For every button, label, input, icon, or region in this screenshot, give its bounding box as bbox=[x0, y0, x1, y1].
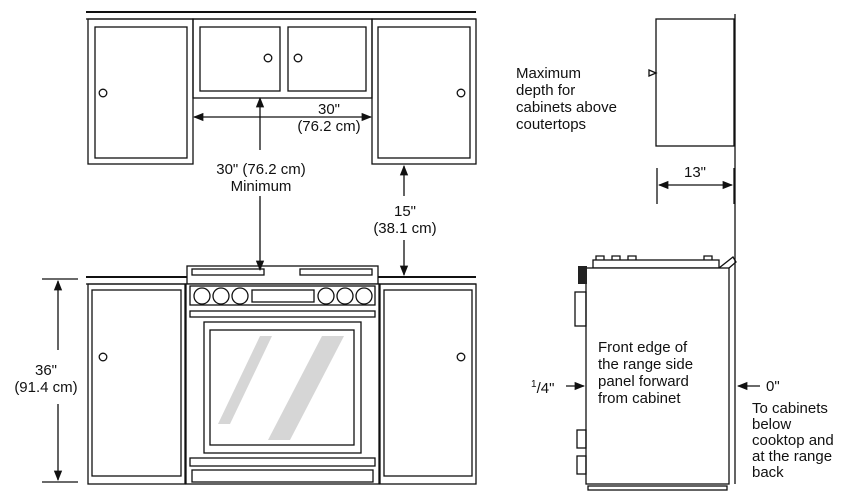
width-cm: (76.2 cm) bbox=[297, 118, 361, 135]
side-clearance-cm: (38.1 cm) bbox=[373, 220, 437, 237]
zero-offset: 0" bbox=[766, 378, 780, 395]
front-edge-note-line: the range side bbox=[598, 356, 694, 373]
side-clearance-label: 15" (38.1 cm) bbox=[360, 203, 450, 237]
top-clearance-value: 30" (76.2 cm) bbox=[216, 161, 306, 178]
quarter-numerator: 1 bbox=[531, 379, 537, 390]
depth-note-line: cabinets above bbox=[516, 99, 617, 116]
zero-note-line: back bbox=[752, 464, 784, 481]
depth-note-line: depth for bbox=[516, 82, 576, 99]
top-clearance-minimum: Minimum bbox=[230, 178, 292, 195]
quarter-inch-offset: 1/4" bbox=[531, 376, 554, 397]
quarter-denominator: /4" bbox=[536, 380, 555, 397]
upper-cabinets bbox=[86, 11, 477, 165]
side-clearance-inches: 15" bbox=[393, 203, 416, 220]
front-edge-note: Front edge of the range side panel forwa… bbox=[598, 339, 693, 407]
side-view bbox=[566, 14, 760, 491]
counter-height-inches: 36" bbox=[34, 362, 57, 379]
width-inches: 30" bbox=[317, 101, 340, 118]
front-dimensions bbox=[42, 96, 409, 483]
zero-note-line: at the range bbox=[752, 448, 833, 465]
zero-note-line: To cabinets bbox=[752, 400, 828, 417]
range-front bbox=[185, 265, 380, 485]
depth-note-line: Maximum bbox=[516, 65, 582, 82]
front-edge-note-line: Front edge of bbox=[598, 339, 688, 356]
counter-height-label: 36" (91.4 cm) bbox=[2, 362, 90, 396]
depth-note: Maximum depth for cabinets above coutert… bbox=[516, 65, 617, 133]
zero-note-line: below bbox=[752, 416, 792, 433]
zero-note: To cabinets below cooktop and at the ran… bbox=[752, 401, 834, 481]
zero-note-line: cooktop and bbox=[752, 432, 834, 449]
top-clearance-label: 30" (76.2 cm) Minimum bbox=[196, 161, 326, 195]
counter-height-cm: (91.4 cm) bbox=[14, 379, 78, 396]
depth-note-line: coutertops bbox=[516, 116, 587, 133]
width-label: 30" (76.2 cm) bbox=[284, 101, 374, 135]
front-edge-note-line: from cabinet bbox=[598, 390, 681, 407]
depth-value: 13" bbox=[683, 164, 706, 181]
front-edge-note-line: panel forward bbox=[598, 373, 689, 390]
